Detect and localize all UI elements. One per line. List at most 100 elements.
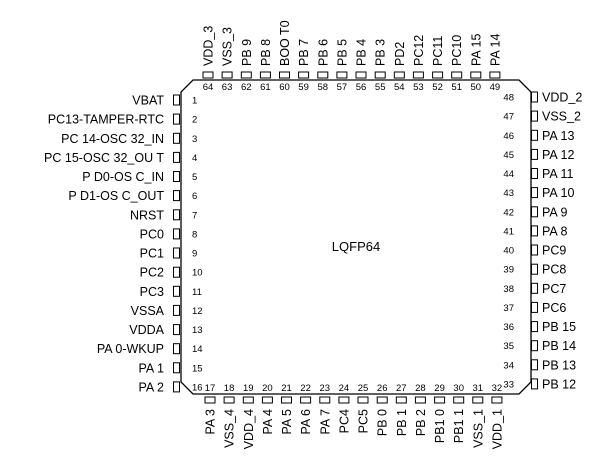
pin-12-pad [173,304,180,316]
pin-51-number: 51 [451,82,462,93]
pin-35-number: 35 [503,341,514,352]
pin-12-label-vssa: VSSA [131,304,165,318]
pin-25-label-pc5: PC5 [357,409,371,433]
pin-26-pad [376,396,388,404]
pin-45-number: 45 [503,150,514,161]
pin-28-label-pb-2: PB 2 [414,409,428,436]
pin-15-label-pa-1: PA 1 [139,361,165,375]
pin-50-label-pa-15: PA 15 [469,34,483,66]
pin-38-label-pc7: PC7 [542,282,566,296]
pin-6-label-p-d1-os-c-out: P D1-OS C_OUT [68,189,164,203]
pin-26-label-pb-0: PB 0 [376,409,390,436]
pin-1-number: 1 [192,96,197,107]
pin-35-pad [531,340,538,352]
pin-40-number: 40 [503,246,514,257]
pin-6-number: 6 [192,191,197,202]
pin-10-label-pc2: PC2 [140,266,164,280]
pin-11-number: 11 [192,287,202,298]
pin-57-number: 57 [337,82,348,93]
pin-7-pad [173,209,180,221]
pin-21-number: 21 [281,383,292,394]
pin-3-label-pc-14-osc-32-in: PC 14-OSC 32_IN [61,132,164,146]
pin-17-number: 17 [205,383,216,394]
pin-53-label-pc12: PC12 [412,35,426,66]
package-label: LQFP64 [332,239,380,254]
pin-61-label-pb-8: PB 8 [259,39,273,66]
pin-24-label-pc4: PC4 [337,409,351,433]
pin-2-label-pc13-tamper-rtc: PC13-TAMPER-RTC [48,113,164,127]
pin-60-pad [279,71,290,79]
pin-43-label-pa-10: PA 10 [542,186,574,200]
pin-60-number: 60 [279,82,290,93]
pin-34-pad [531,359,538,371]
pin-54-pad [393,71,405,79]
pin-50-number: 50 [471,82,482,93]
pin-4-pad [173,151,180,163]
pin-49-pad [489,71,501,79]
pin-38-number: 38 [503,284,514,295]
pin-14-pad [173,343,180,355]
pin-51-pad [451,71,463,79]
pin-23-label-pa-7: PA 7 [318,409,332,435]
pin-41-number: 41 [503,226,514,237]
pin-42-label-pa-9: PA 9 [542,205,568,219]
pin-9-pad [173,247,180,259]
pin-32-number: 32 [492,383,503,394]
pin-36-pad [531,321,538,333]
pin-23-pad [319,396,331,404]
pin-46-pad [531,129,538,141]
pin-20-label-pa-4: PA 4 [261,409,275,435]
pin-63-number: 63 [222,82,233,93]
pin-19-number: 19 [243,383,254,394]
pin-16-label-pa-2: PA 2 [139,380,165,394]
pin-18-label-vss-4: VSS_4 [223,409,237,448]
pin-62-pad [240,71,252,79]
pin-64-pad [202,71,214,79]
pin-8-number: 8 [192,229,197,240]
pin-9-label-pc1: PC1 [140,247,164,261]
pin-29-number: 29 [434,383,445,394]
pin-31-label-vss-1: VSS_1 [471,409,485,448]
pin-39-label-pc8: PC8 [542,263,566,277]
pin-46-label-pa-13: PA 13 [542,129,574,143]
pin-30-number: 30 [453,383,464,394]
pin-41-pad [531,225,538,237]
pin-62-number: 62 [241,82,252,93]
pin-16-pad [173,381,180,393]
pin-43-pad [531,187,538,199]
pin-46-number: 46 [503,131,514,142]
pin-1-pad [173,94,180,106]
pin-52-pad [432,71,444,79]
pin-5-label-p-d0-os-c-in: P D0-OS C_IN [82,170,164,184]
pin-48-pad [531,91,538,103]
pin-59-pad [298,71,310,79]
pin-56-number: 56 [356,82,367,93]
pin-21-pad [281,396,292,404]
pin-7-number: 7 [192,210,197,221]
pin-37-number: 37 [503,303,514,314]
pin-39-pad [531,263,538,275]
pin-6-pad [173,190,180,202]
pin-55-label-pb-3: PB 3 [374,39,388,66]
pin-11-label-pc3: PC3 [140,285,164,299]
pin-3-pad [173,132,180,144]
pin-25-number: 25 [358,383,369,394]
pin-44-number: 44 [503,169,514,180]
pin-58-pad [317,71,329,79]
pin-62-label-pb-9: PB 9 [240,39,254,66]
pin-48-label-vdd-2: VDD_2 [542,91,582,105]
pin-64-label-vdd-3: VDD_3 [202,26,216,66]
pin-60-label-boo-t0: BOO T0 [278,20,292,66]
pin-57-pad [336,71,348,79]
pin-52-number: 52 [432,82,443,93]
pin-15-pad [173,362,180,374]
pin-3-number: 3 [192,134,197,145]
pin-7-label-nrst: NRST [130,208,164,222]
pin-43-number: 43 [503,188,514,199]
pin-33-label-pb-12: PB 12 [542,377,576,391]
pin-19-label-vdd-4: VDD_4 [242,409,256,449]
pin-51-label-pc10: PC10 [450,35,464,66]
pin-33-pad [531,378,538,390]
pin-55-number: 55 [375,82,386,93]
